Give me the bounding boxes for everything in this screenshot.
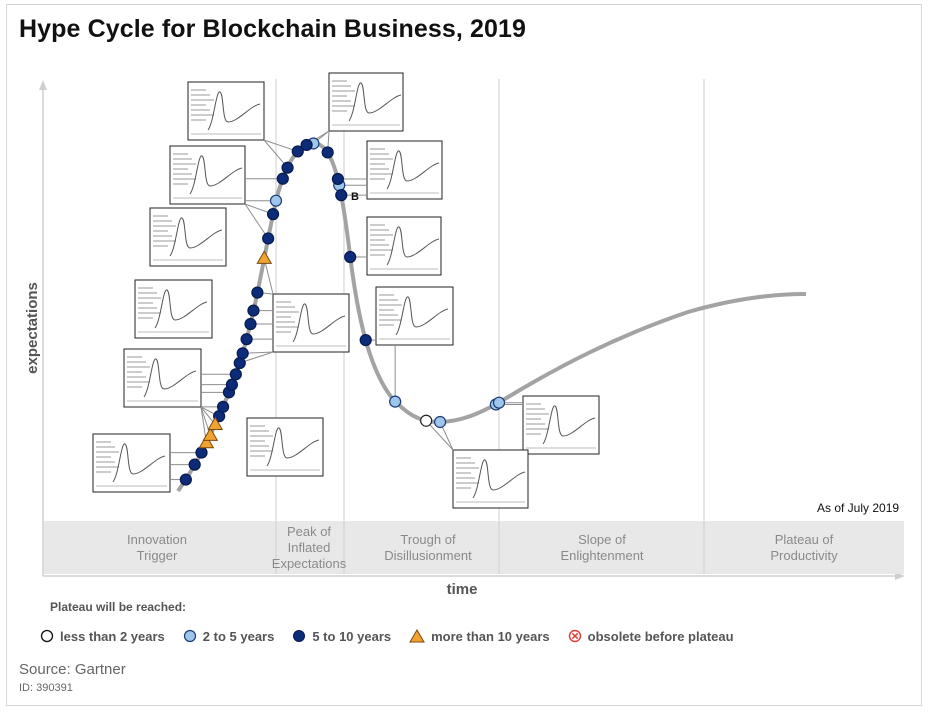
technology-marker-5-to-10-years	[216, 400, 230, 413]
technology-marker-5-to-10-years	[236, 347, 249, 360]
embedded-thumbnail-image	[366, 140, 443, 200]
embedded-thumbnail-image	[123, 348, 202, 408]
technology-marker-5-to-10-years	[359, 334, 372, 347]
embedded-thumbnail-image	[187, 81, 265, 141]
embedded-thumbnail-image	[134, 279, 213, 339]
document-id: ID: 390391	[19, 682, 73, 694]
leader-line	[425, 420, 454, 451]
legend-item-more-than-10-years: more than 10 years	[409, 629, 550, 644]
technology-marker-5-to-10-years	[344, 250, 357, 264]
legend-item-2-to-5-years: 2 to 5 years	[183, 628, 275, 644]
source-note: Source: Gartner	[19, 661, 126, 678]
legend-label: less than 2 years	[60, 628, 165, 644]
technology-marker-5-to-10-years	[331, 172, 344, 186]
embedded-thumbnail-image	[366, 216, 442, 276]
technology-marker-5-to-10-years	[300, 138, 313, 152]
light-blue-circle-icon	[183, 629, 196, 643]
technology-marker-5-to-10-years	[188, 458, 201, 471]
technology-marker-more-than-10-years	[198, 434, 215, 449]
legend-label: 2 to 5 years	[202, 628, 275, 644]
embedded-thumbnail-image	[328, 72, 404, 132]
technology-marker-5-to-10-years	[240, 333, 253, 346]
technology-marker-5-to-10-years	[251, 286, 264, 299]
embedded-thumbnail-image	[272, 293, 350, 353]
technology-marker-2-to-5-years	[269, 194, 283, 207]
technology-marker-more-than-10-years	[202, 427, 219, 441]
legend: less than 2 years 2 to 5 years 5 to 10 y…	[40, 626, 752, 646]
technology-marker-2-to-5-years	[389, 395, 402, 408]
technology-marker-less-than-2-years	[420, 414, 433, 427]
embedded-thumbnail-image	[149, 207, 227, 267]
embedded-thumbnail-image	[375, 286, 454, 346]
embedded-thumbnail-image	[169, 145, 246, 205]
as-of-date: As of July 2019	[817, 501, 900, 515]
technology-marker-more-than-10-years	[207, 416, 224, 431]
legend-label: obsolete before plateau	[587, 628, 734, 644]
technology-marker-more-than-10-years	[256, 250, 273, 264]
leader-line	[244, 203, 269, 239]
chart-title: Hype Cycle for Blockchain Business, 2019	[19, 15, 526, 43]
technology-marker-5-to-10-years	[335, 189, 348, 202]
legend-item-obsolete: obsolete before plateau	[568, 629, 734, 644]
leader-line	[263, 258, 274, 295]
technology-marker-5-to-10-years	[225, 378, 238, 391]
phase-band	[44, 521, 904, 574]
technology-marker-5-to-10-years	[195, 446, 208, 459]
technology-marker-5-to-10-years	[229, 368, 242, 381]
technology-marker-2-to-5-years	[434, 415, 447, 429]
x-axis-label: time	[447, 581, 478, 598]
dark-blue-circle-icon	[293, 630, 306, 642]
embedded-thumbnail-image	[452, 449, 529, 509]
embedded-thumbnail-image	[246, 417, 324, 477]
chart-frame	[6, 4, 922, 706]
legend-item-less-than-2-years: less than 2 years	[40, 629, 165, 644]
technology-marker-5-to-10-years	[262, 232, 275, 245]
technology-marker-5-to-10-years	[266, 208, 280, 221]
orange-triangle-icon	[409, 629, 425, 643]
point-label-b: B	[351, 191, 359, 203]
technology-marker-5-to-10-years	[276, 172, 289, 185]
technology-marker-5-to-10-years	[179, 473, 192, 486]
y-axis-label: expectations	[24, 282, 41, 374]
embedded-thumbnail-image	[522, 395, 600, 455]
legend-label: 5 to 10 years	[312, 628, 392, 644]
circled-x-icon	[568, 629, 581, 643]
technology-marker-2-to-5-years	[492, 396, 506, 409]
y-axis-arrow	[39, 80, 47, 90]
technology-marker-5-to-10-years	[291, 145, 304, 158]
technology-marker-5-to-10-years	[281, 161, 294, 174]
white-circle-icon	[40, 629, 54, 643]
technology-marker-5-to-10-years	[247, 304, 260, 317]
technology-marker-5-to-10-years	[321, 146, 334, 159]
technology-marker-5-to-10-years	[244, 317, 257, 331]
embedded-thumbnail-image	[92, 433, 171, 493]
legend-item-5-to-10-years: 5 to 10 years	[292, 629, 391, 644]
legend-label: more than 10 years	[431, 628, 550, 644]
legend-title: Plateau will be reached:	[50, 600, 187, 614]
